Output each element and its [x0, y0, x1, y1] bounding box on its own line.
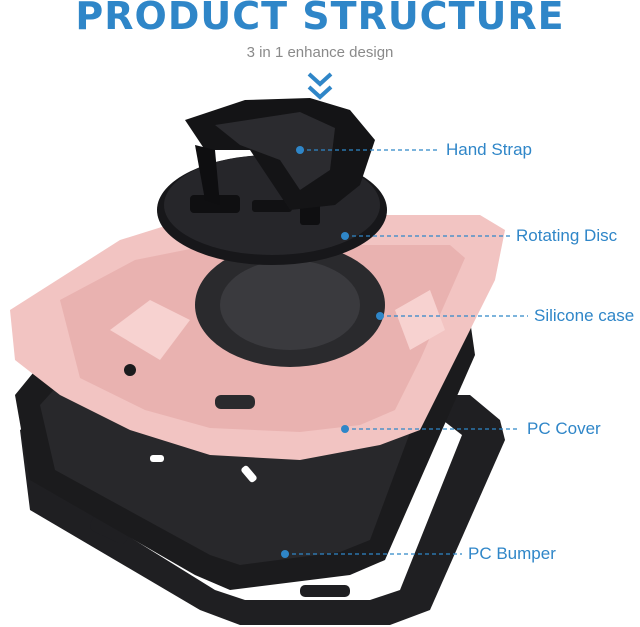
callout-hand-strap: Hand Strap	[446, 140, 532, 159]
silicone-case-illustration	[10, 215, 505, 460]
hand-strap-illustration	[185, 98, 375, 210]
callout-pc-bumper: PC Bumper	[468, 544, 556, 563]
down-chevron-icon	[307, 72, 333, 100]
callout-rotating-disc: Rotating Disc	[516, 226, 618, 245]
callout-silicone-case: Silicone case	[534, 306, 635, 325]
page-subtitle: 3 in 1 enhance design	[246, 44, 394, 61]
page-title: PRODUCT STRUCTURE	[75, 0, 565, 38]
callout-pc-cover: PC Cover	[527, 419, 601, 438]
